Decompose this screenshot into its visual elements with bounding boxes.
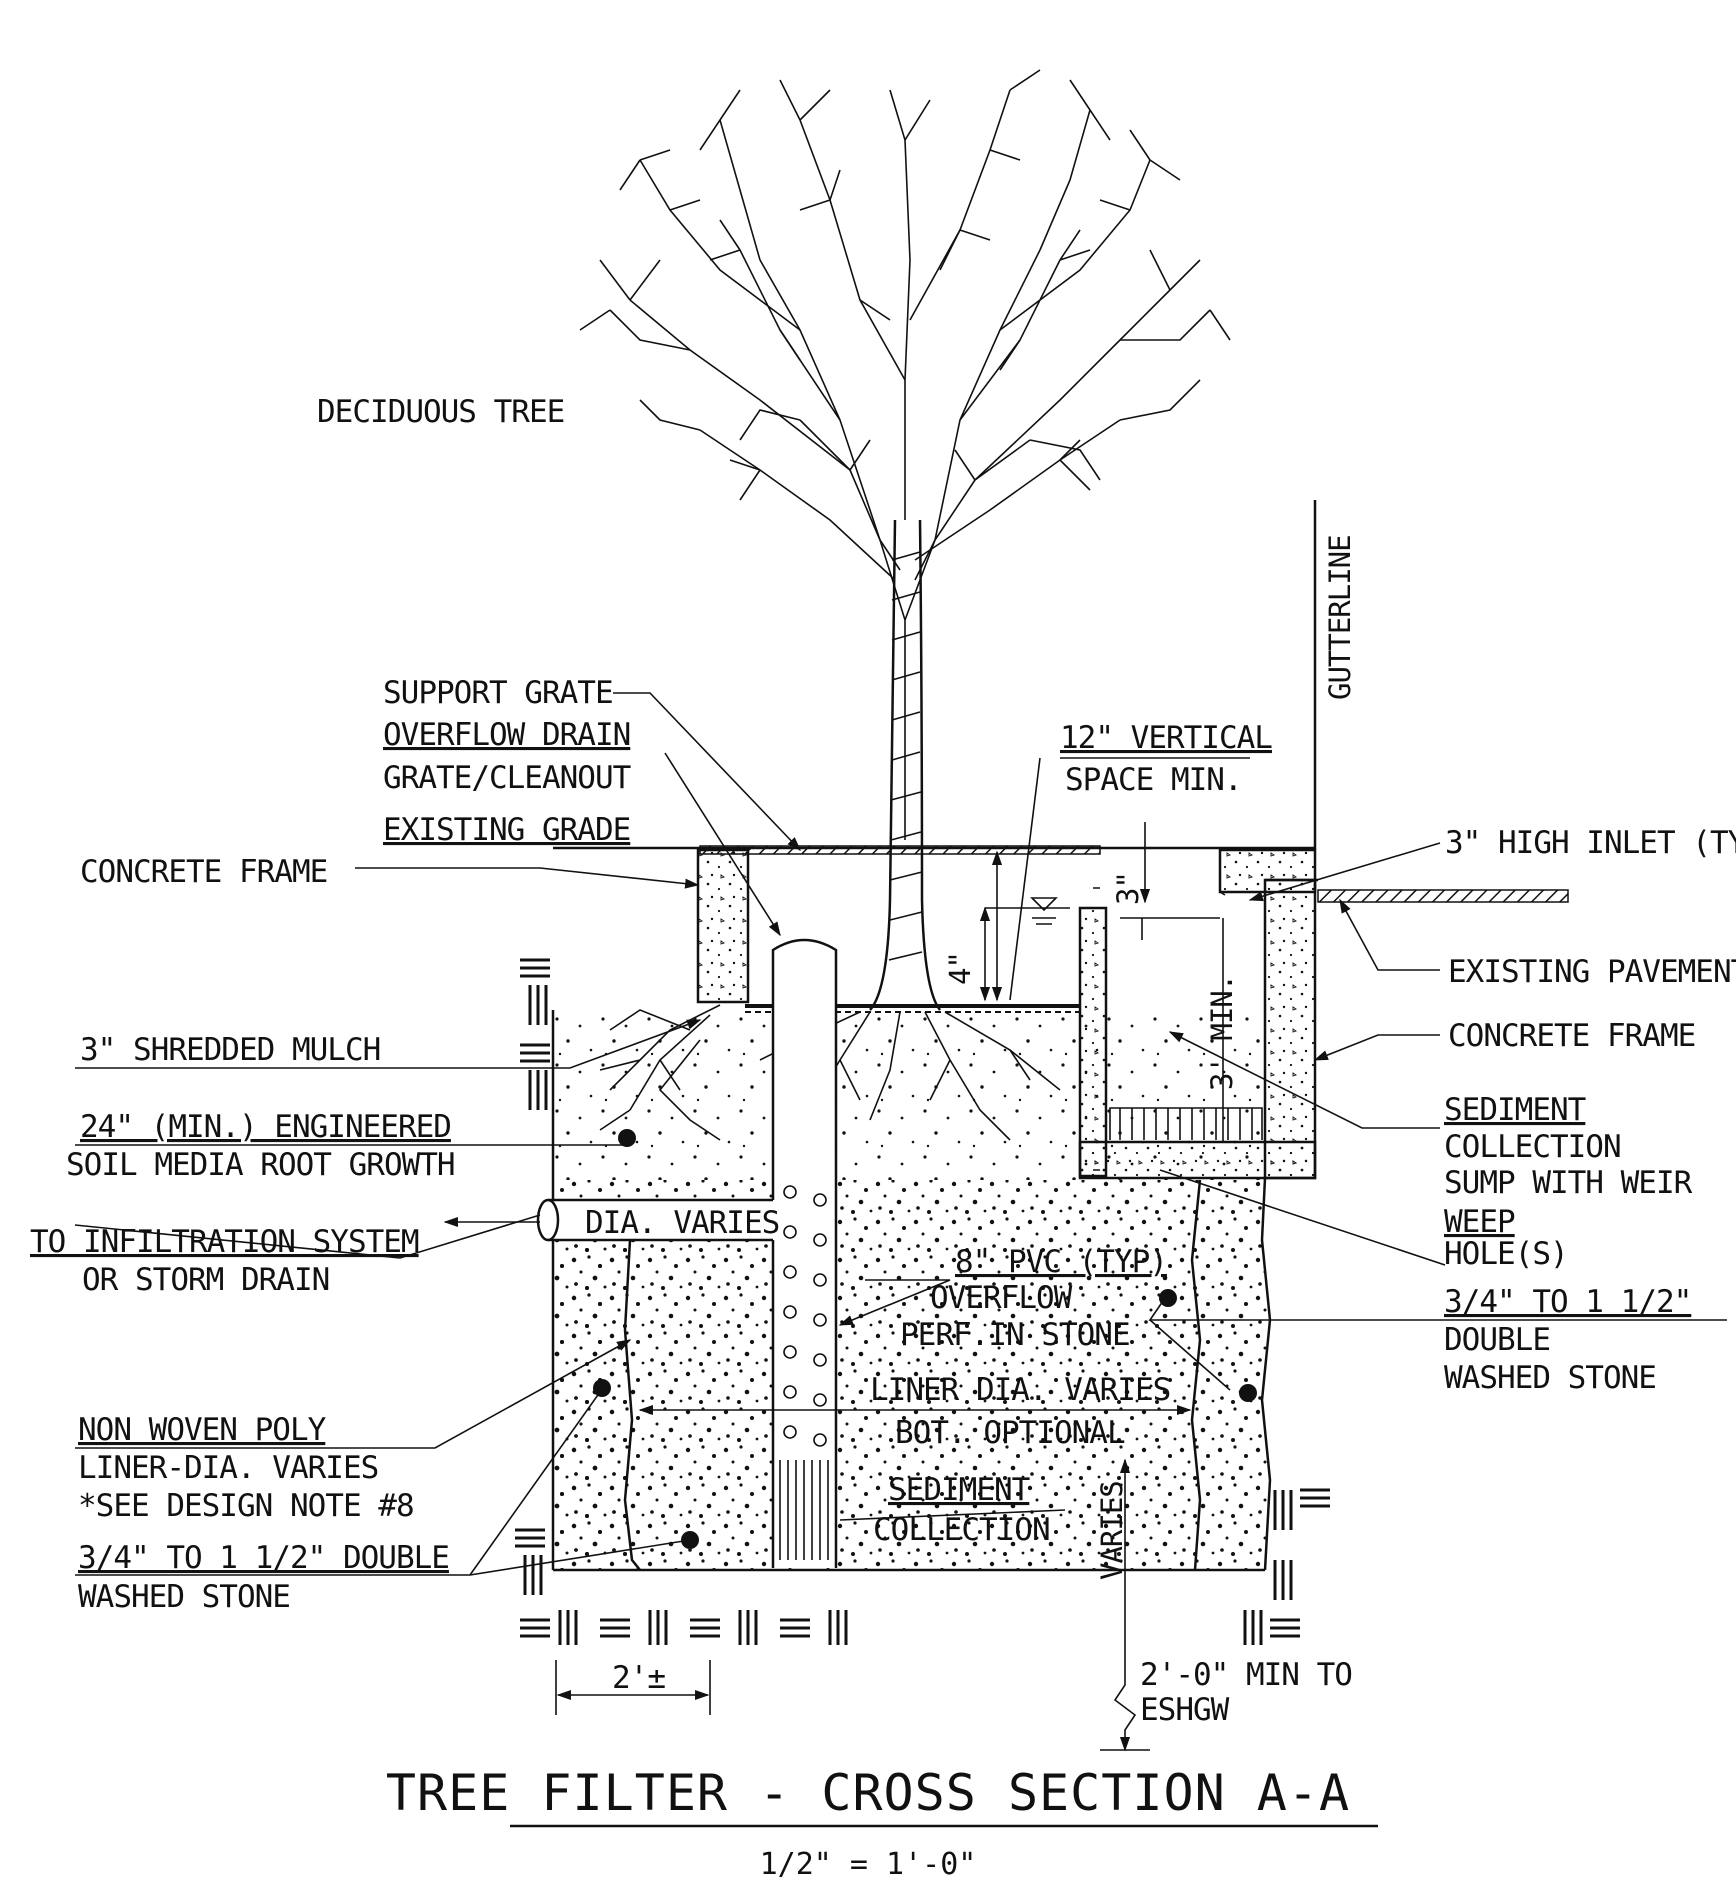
label-poly-liner-2: LINER-DIA. VARIES [78, 1450, 378, 1486]
concrete-frame-right [1263, 878, 1317, 1180]
dimension-lines [555, 822, 1224, 1752]
label-pvc-2: OVERFLOW [930, 1280, 1073, 1316]
label-gutterline: GUTTERLINE [1323, 535, 1357, 700]
sediment-collection-zone [779, 1460, 829, 1560]
label-existing-grade: EXISTING GRADE [383, 812, 630, 848]
label-soil-media-2: SOIL MEDIA ROOT GROWTH [66, 1147, 455, 1183]
label-infiltration-2: OR STORM DRAIN [82, 1262, 329, 1298]
concrete-frame-left [696, 848, 750, 1004]
label-dim-4in: 4" [943, 952, 977, 985]
label-grate-cleanout: GRATE/CLEANOUT [383, 760, 631, 796]
label-dia-varies: DIA. VARIES [585, 1205, 779, 1241]
lateral-pipe-end [536, 1198, 560, 1242]
label-concrete-frame-right: CONCRETE FRAME [1448, 1018, 1695, 1054]
label-pvc-1: 8" PVC (TYP) [955, 1244, 1167, 1280]
label-stone-left-2: WASHED STONE [78, 1579, 290, 1615]
existing-pavement [1317, 889, 1569, 903]
label-sediment-collection-1: SEDIMENT [888, 1472, 1030, 1508]
label-liner-dia-2: BOT. OPTIONAL [895, 1415, 1125, 1451]
non-woven-poly-liner [551, 1010, 1272, 1572]
inlet-opening [1219, 891, 1226, 896]
stone-bed-left [553, 1240, 632, 1570]
label-poly-liner-3: *SEE DESIGN NOTE #8 [78, 1488, 414, 1524]
label-dim-2ft: 2'± [612, 1660, 665, 1696]
drawing-scale: 1/2" = 1'-0" [760, 1847, 977, 1882]
label-sediment-sump-3: SUMP WITH WEIR [1444, 1165, 1693, 1201]
trunk-wrap [888, 551, 923, 961]
label-deciduous-tree: DECIDUOUS TREE [317, 394, 564, 430]
label-infiltration-1: TO INFILTRATION SYSTEM [30, 1224, 419, 1260]
label-liner-dia-1: LINER DIA. VARIES [870, 1372, 1170, 1408]
lateral-pipe [546, 1200, 776, 1240]
lateral-pipe-outline [548, 1198, 773, 1242]
label-stone-right-1: 3/4" TO 1 1/2" [1444, 1284, 1691, 1320]
tree-trunk [869, 519, 942, 1011]
water-level-symbol [1030, 897, 1058, 925]
label-dim-3ft-min: 3' MIN. [1205, 975, 1239, 1090]
label-sediment-collection-2: COLLECTION [873, 1512, 1050, 1548]
curb-block [1218, 848, 1317, 894]
engineered-soil-media [553, 1010, 1265, 1180]
label-concrete-frame-left: CONCRETE FRAME [80, 854, 327, 890]
leader-lines [74, 692, 1727, 1576]
drawing-title: TREE FILTER - CROSS SECTION A-A [386, 1764, 1350, 1822]
label-sediment-sump-1: SEDIMENT [1444, 1092, 1586, 1128]
label-sediment-sump-2: COLLECTION [1444, 1129, 1621, 1165]
label-high-inlet: 3" HIGH INLET (TYP) [1445, 825, 1736, 861]
label-weep-holes-1: WEEP [1444, 1204, 1515, 1240]
label-weep-holes-2: HOLE(S) [1444, 1236, 1568, 1272]
label-existing-pavement: EXISTING PAVEMENT [1448, 954, 1736, 990]
label-varies: VARIES [1095, 1481, 1129, 1580]
label-eshgw-2: ESHGW [1140, 1692, 1230, 1728]
label-vertical-space-2: SPACE MIN. [1065, 762, 1242, 798]
label-vertical-space-1: 12" VERTICAL [1060, 720, 1272, 756]
label-eshgw-1: 2'-0" MIN TO [1140, 1657, 1352, 1693]
double-washed-stone [553, 1180, 1270, 1570]
label-poly-liner-1: NON WOVEN POLY [78, 1412, 327, 1448]
label-support-grate: SUPPORT GRATE [383, 675, 613, 711]
support-grate [699, 845, 1101, 855]
label-dim-3in: 3" [1111, 872, 1145, 905]
label-soil-media-1: 24" (MIN.) ENGINEERED [80, 1109, 451, 1145]
label-overflow-drain: OVERFLOW DRAIN [383, 717, 630, 753]
label-stone-right-3: WASHED STONE [1444, 1360, 1656, 1396]
label-mulch: 3" SHREDDED MULCH [80, 1032, 380, 1068]
label-pvc-3: PERF.IN STONE [900, 1317, 1130, 1353]
native-soil-symbols [515, 958, 1330, 1645]
label-stone-right-2: DOUBLE [1444, 1322, 1550, 1358]
label-dots [593, 1129, 1257, 1549]
overflow-pipe-outline [771, 938, 838, 1568]
tree-canopy [579, 69, 1231, 840]
label-stone-left-1: 3/4" TO 1 1/2" DOUBLE [78, 1540, 449, 1576]
pipe-perforations [783, 1185, 827, 1447]
tree-roots [599, 1004, 1061, 1141]
